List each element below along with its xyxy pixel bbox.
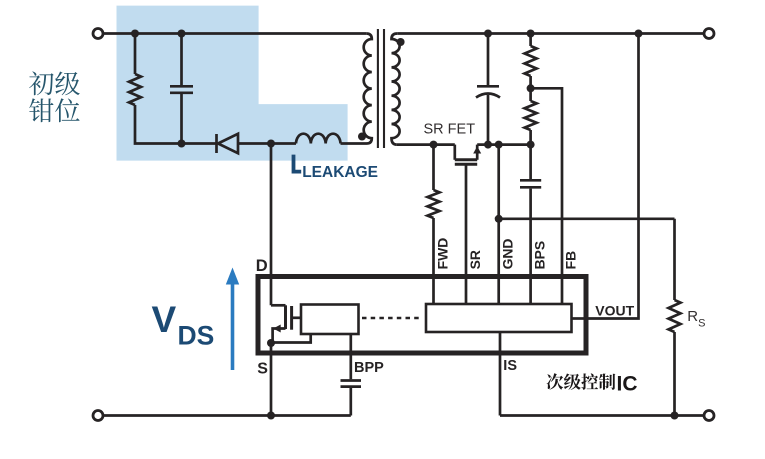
svg-text:FB: FB — [563, 251, 579, 270]
svg-text:LEAKAGE: LEAKAGE — [302, 164, 378, 181]
svg-text:SR FET: SR FET — [424, 122, 476, 138]
svg-text:RS: RS — [687, 308, 705, 330]
svg-text:SR: SR — [467, 250, 483, 269]
svg-text:V: V — [152, 299, 177, 340]
svg-text:D: D — [256, 257, 268, 275]
svg-text:S: S — [257, 360, 268, 377]
svg-text:VOUT: VOUT — [595, 302, 634, 318]
svg-text:BPS: BPS — [532, 241, 548, 270]
svg-text:IC: IC — [617, 372, 638, 395]
svg-text:FWD: FWD — [435, 238, 451, 270]
svg-text:IS: IS — [503, 358, 517, 374]
svg-text:GND: GND — [500, 239, 516, 270]
svg-text:DS: DS — [178, 321, 215, 351]
svg-text:BPP: BPP — [354, 360, 384, 376]
